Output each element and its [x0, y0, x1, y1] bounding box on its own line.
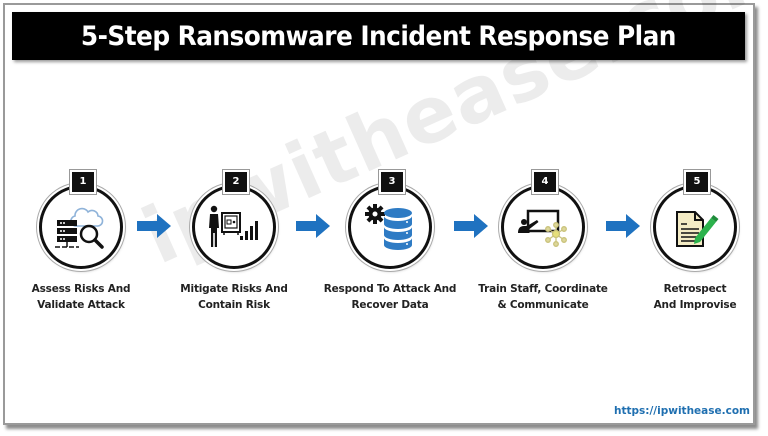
arrow-right-icon [606, 214, 640, 238]
step-label: Respond To Attack And Recover Data [323, 283, 457, 311]
gear-database-icon [365, 204, 412, 250]
step-label: Retrospect And Improvise [653, 283, 737, 311]
step-number-badge: 3 [379, 170, 405, 194]
step-circle [39, 185, 123, 269]
step-label: Mitigate Risks And Contain Risk [180, 283, 288, 311]
person-safe-chart-icon [209, 205, 258, 247]
arrow-right-icon [454, 214, 488, 238]
step-number-badge: 1 [70, 170, 96, 194]
step-circle [192, 185, 276, 269]
arrow-right-icon [137, 214, 171, 238]
presenter-network-icon [518, 209, 567, 247]
step-number-badge: 2 [223, 170, 249, 194]
page-title: 5-Step Ransomware Incident Response Plan [80, 20, 677, 52]
step-circle [501, 185, 585, 269]
step-label: Train Staff, Coordinate & Communicate [478, 283, 608, 311]
step-number-badge: 5 [684, 170, 710, 194]
step-circle [348, 185, 432, 269]
step-circle [653, 185, 737, 269]
step-label: Assess Risks And Validate Attack [31, 283, 131, 311]
document-pencil-icon [676, 211, 719, 247]
arrow-right-icon [296, 214, 330, 238]
title-bar: 5-Step Ransomware Incident Response Plan [12, 12, 745, 60]
server-cloud-search-icon [55, 207, 104, 249]
footer-url[interactable]: https://ipwithease.com [613, 405, 750, 417]
step-number-badge: 4 [532, 170, 558, 194]
